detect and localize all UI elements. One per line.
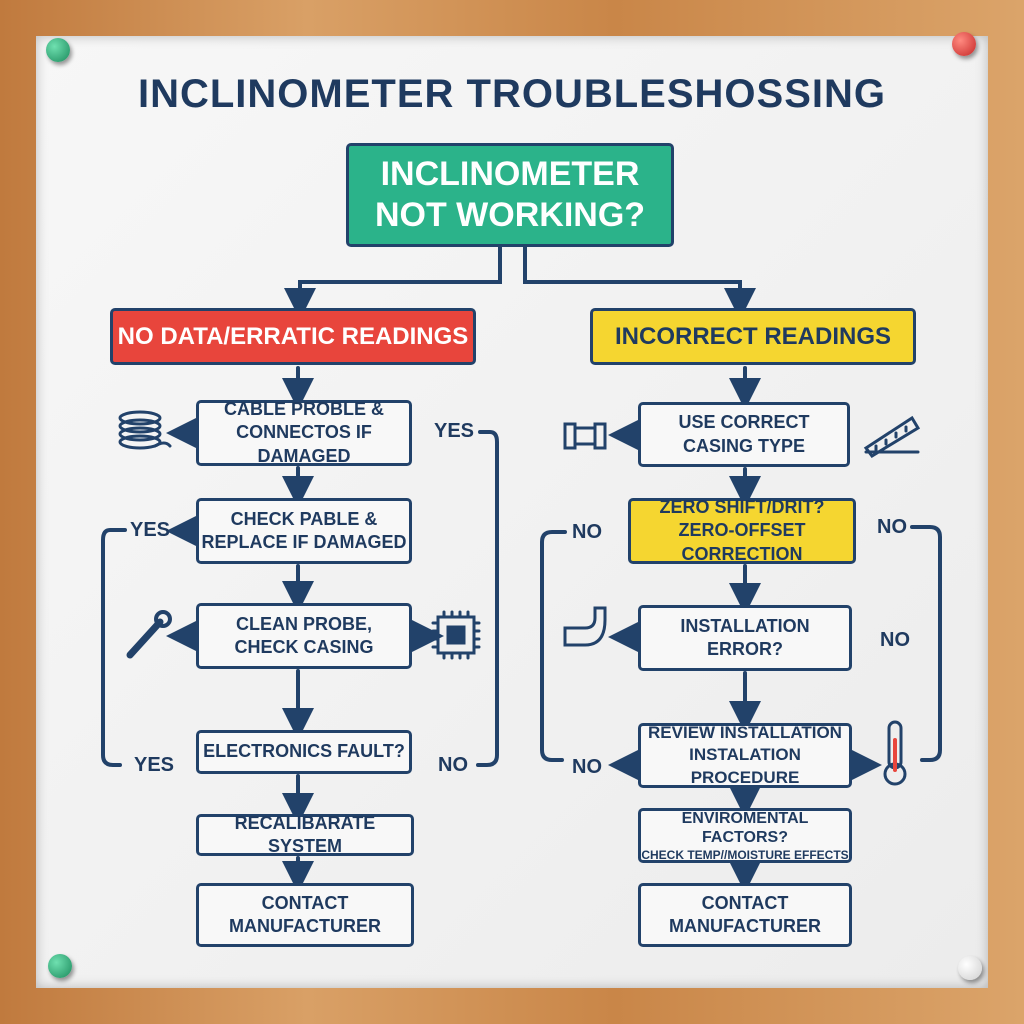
step-text: CHECK PABLE & — [230, 508, 378, 529]
step-text: REPLACE IF DAMAGED — [201, 532, 407, 552]
left-step-4: ELECTRONICS FAULT? — [196, 730, 412, 774]
left-step-3: CLEAN PROBE, CHECK CASING — [196, 603, 412, 669]
left-branch-header: NO DATA/ERRATIC READINGS — [110, 308, 476, 365]
green-pushpin — [48, 954, 72, 978]
step-text: CLEAN PROBE, — [235, 613, 372, 634]
step-text: CASING TYPE — [682, 435, 806, 456]
left-step-6: CONTACT MANUFACTURER — [196, 883, 414, 947]
step-text: CHECK CASING — [234, 637, 374, 657]
root-to-left-line — [284, 244, 502, 320]
step-text: INSTALATION PROCEDURE — [689, 745, 801, 787]
right-step-3: INSTALLATION ERROR? — [638, 605, 852, 671]
no-label: NO — [877, 516, 907, 538]
right-flow-arrows — [540, 366, 942, 893]
no-label: NO — [438, 754, 468, 776]
yes-label: YES — [134, 754, 175, 776]
green-pushpin — [46, 38, 70, 62]
step-text: USE CORRECT — [678, 412, 810, 433]
diagram-title: INCLINOMETER TROUBLESHOSSING — [137, 72, 887, 116]
thermometer-icon — [883, 720, 907, 786]
pipe-icon — [563, 422, 607, 450]
right-branch-header: INCORRECT READINGS — [590, 308, 916, 365]
root-to-right-line — [523, 244, 756, 320]
elbow-pipe-icon — [563, 606, 607, 647]
step-text: RECALIBARATE SYSTEM — [234, 812, 376, 856]
no-label: NO — [880, 629, 910, 651]
step-text: ELECTRONICS FAULT? — [203, 741, 405, 762]
white-pushpin — [958, 956, 982, 980]
right-step-5: ENVIROMENTAL FACTORS?CHECK TEMP//MOISTUR… — [638, 808, 852, 863]
ruler-icon — [863, 415, 921, 458]
step-text: CHECK TEMP//MOISTURE EFFECTS — [641, 847, 849, 862]
left-step-1: CABLE PROBLE & CONNECTOS IF DAMAGED — [196, 398, 412, 466]
yes-label: YES — [130, 519, 171, 541]
step-text: MANUFACTURER — [229, 916, 381, 936]
right-header-text: INCORRECT READINGS — [614, 322, 891, 350]
root-question-box: INCLINOMETER NOT WORKING? — [346, 143, 674, 247]
root-line2: NOT WORKING? — [374, 196, 646, 234]
no-label: NO — [572, 521, 602, 543]
cable-coil-icon — [118, 410, 172, 450]
left-flow-arrows — [101, 366, 499, 893]
red-pushpin — [952, 32, 976, 56]
step-text: INSTALLATION — [680, 615, 810, 636]
step-text: CABLE PROBLE & — [223, 398, 384, 419]
right-step-6: CONTACT MANUFACTURER — [638, 883, 852, 947]
step-text: ENVIROMENTAL FACTORS? — [681, 810, 809, 847]
chip-icon — [431, 610, 481, 660]
left-header-text: NO DATA/ERRATIC READINGS — [117, 322, 469, 350]
right-step-2: ZERO SHIFT/DRIT? ZERO-OFFSET CORRECTION — [628, 496, 856, 564]
no-label: NO — [572, 756, 602, 778]
left-step-2: CHECK PABLE & REPLACE IF DAMAGED — [196, 498, 412, 564]
root-line1: INCLINOMETER — [380, 155, 640, 194]
step-text: MANUFACTURER — [669, 916, 821, 936]
left-step-5: RECALIBARATE SYSTEM — [196, 812, 414, 856]
yes-label: YES — [434, 420, 475, 442]
step-text: ZERO SHIFT/DRIT? — [659, 496, 825, 517]
step-text: ERROR? — [707, 639, 783, 659]
step-text: CONTACT — [701, 892, 789, 913]
step-text: REVIEW INSTALLATION — [648, 723, 842, 743]
wrench-icon — [126, 610, 172, 659]
step-text: CONNECTOS IF DAMAGED — [236, 422, 372, 466]
step-text: ZERO-OFFSET CORRECTION — [678, 520, 806, 564]
step-text: CONTACT — [261, 892, 349, 913]
